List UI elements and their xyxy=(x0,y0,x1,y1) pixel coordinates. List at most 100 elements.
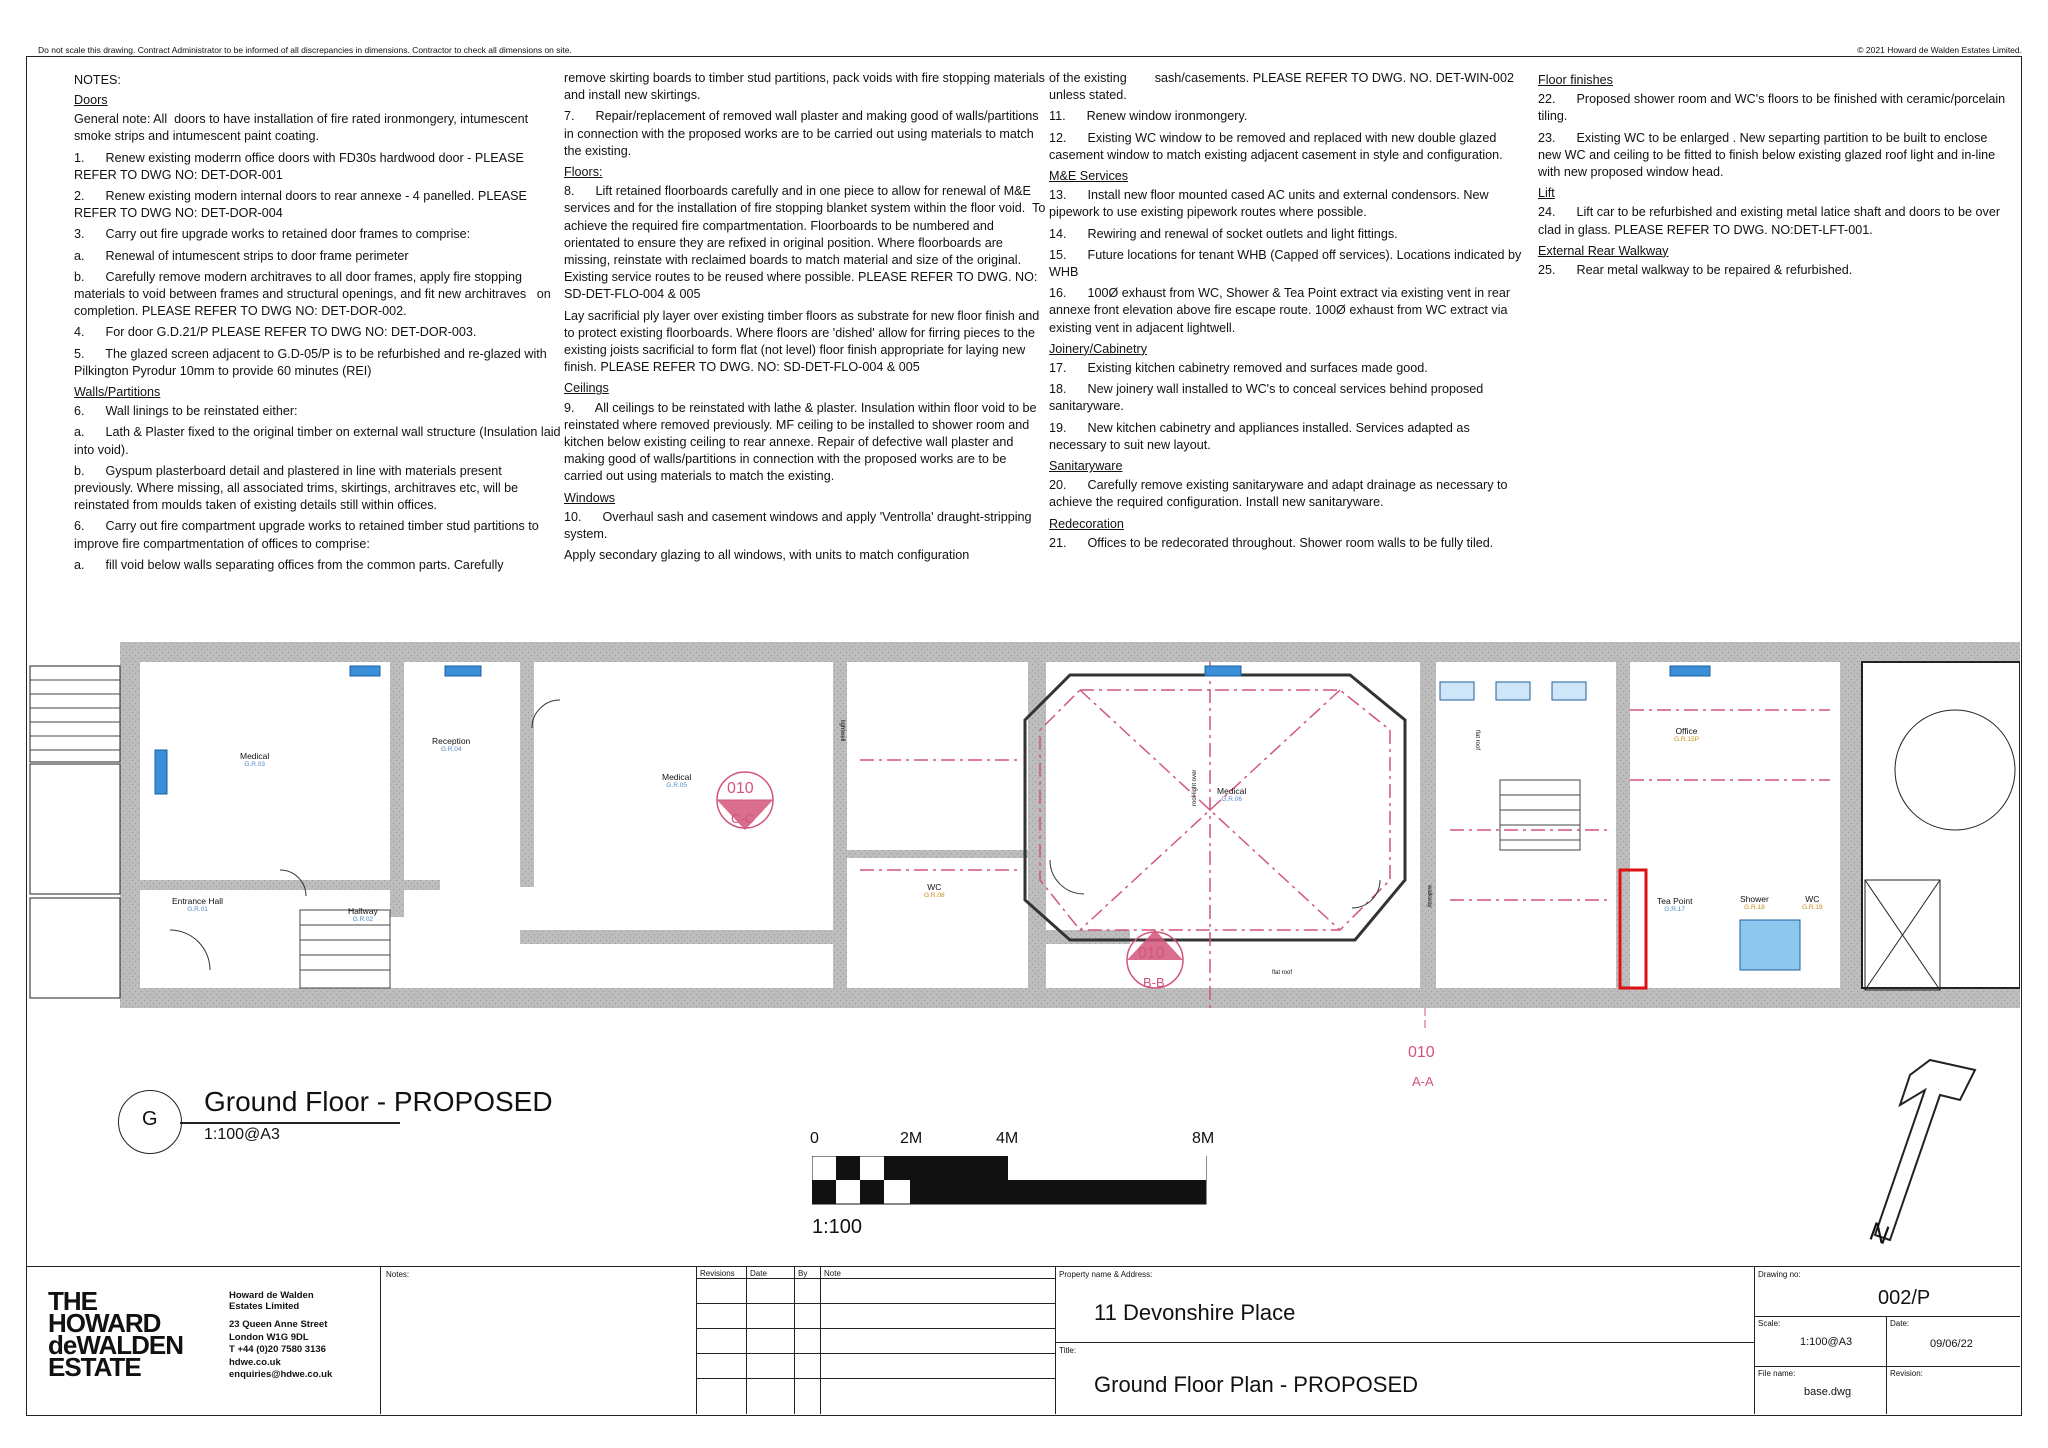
title-label: Title: xyxy=(1059,1346,1077,1355)
notes-paragraph: 10. Overhaul sash and casement windows a… xyxy=(564,509,1036,542)
notes-paragraph: 19. New kitchen cabinetry and appliances… xyxy=(1049,420,1474,452)
notes-paragraph: 6. Wall linings to be reinstated either: xyxy=(74,404,298,419)
notes-paragraph: remove skirting boards to timber stud pa… xyxy=(564,71,1049,103)
section-marker-cc xyxy=(716,771,774,830)
floor-plan xyxy=(29,642,2020,1030)
drawing-ref-letter: G xyxy=(142,1108,158,1130)
copyright-text: © 2021 Howard de Walden Estates Limited. xyxy=(1857,45,2022,55)
section-label: A-A xyxy=(1412,1074,1434,1089)
notes-paragraph: General note: All doors to have installa… xyxy=(74,112,532,144)
external-stair xyxy=(29,665,121,763)
revision-label: Revision: xyxy=(1890,1369,1923,1378)
section-label: B-B xyxy=(1143,975,1165,990)
notes-paragraph: 14. Rewiring and renewal of socket outle… xyxy=(1049,226,1398,241)
date-value: 09/06/22 xyxy=(1930,1338,1973,1350)
scale-tick-label: 8M xyxy=(1192,1130,1215,1147)
notes-paragraph: b. Gyspum plasterboard detail and plaste… xyxy=(74,463,522,513)
notes-paragraph: 21. Offices to be redecorated throughout… xyxy=(1049,535,1494,550)
notes-paragraph: 9. All ceilings to be reinstated with la… xyxy=(564,400,1041,484)
notes-paragraph: 23. Existing WC to be enlarged . New sep… xyxy=(1538,130,1999,180)
notes-paragraph: 8. Lift retained floorboards carefully a… xyxy=(564,184,1049,302)
company-logo: THE HOWARD deWALDEN ESTATE xyxy=(48,1286,184,1382)
notes-paragraph: a. Renewal of intumescent strips to door… xyxy=(74,248,409,263)
notes-paragraph: of the existing sash/casements. PLEASE R… xyxy=(1049,71,1518,103)
notes-paragraph: 16. 100Ø exhaust from WC, Shower & Tea P… xyxy=(1049,286,1514,335)
plan-label: flat roof xyxy=(1272,970,1293,976)
disclaimer-text: Do not scale this drawing. Contract Admi… xyxy=(38,45,572,55)
section-number: 010 xyxy=(1408,1044,1435,1061)
notes-heading: NOTES: xyxy=(74,73,121,87)
notes-paragraph: 12. Existing WC window to be removed and… xyxy=(1049,130,1503,162)
left-party-wall xyxy=(120,642,140,1008)
notes-paragraph: 25. Rear metal walkway to be repaired & … xyxy=(1538,263,1853,278)
north-arrow xyxy=(1873,1058,1977,1242)
notes-section-heading: Floors: xyxy=(564,165,603,180)
drawing-no-label: Drawing no: xyxy=(1758,1270,1801,1279)
notes-paragraph: 6. Carry out fire compartment upgrade wo… xyxy=(74,519,543,551)
notes-section-heading: Redecoration xyxy=(1049,516,1124,531)
right-party-wall xyxy=(1840,642,1862,1008)
section-marker-bb xyxy=(1126,930,1184,989)
tea-point-units xyxy=(1618,868,1648,990)
scale-bar xyxy=(812,1156,1207,1205)
notes-paragraph: 18. New joinery wall installed to WC's t… xyxy=(1049,382,1487,414)
notes-column-3: of the existing sash/casements. PLEASE R… xyxy=(1049,70,1529,556)
scale-value: 1:100@A3 xyxy=(1800,1336,1853,1348)
notes-paragraph: a. fill void below walls separating offi… xyxy=(74,557,504,572)
notes-section-heading: M&E Services xyxy=(1049,169,1129,184)
drawing-number: 002/P xyxy=(1878,1287,1931,1309)
notes-paragraph: 15. Future locations for tenant WHB (Cap… xyxy=(1049,247,1525,280)
drawing-frame xyxy=(26,56,2022,1416)
front-wall xyxy=(120,642,2020,662)
section-number: 010 xyxy=(727,780,754,797)
rear-wall xyxy=(120,988,2020,1008)
file-name: base.dwg xyxy=(1804,1386,1852,1398)
plan-label: walkway xyxy=(1426,885,1432,908)
notes-paragraph: 17. Existing kitchen cabinetry removed a… xyxy=(1049,361,1428,376)
notes-section-heading: Walls/Partitions xyxy=(74,385,161,400)
date-label: Date: xyxy=(1890,1319,1910,1328)
scale-label: Scale: xyxy=(1758,1319,1781,1328)
rev-header: Note xyxy=(824,1269,841,1278)
notes-label: Notes: xyxy=(386,1270,410,1279)
notes-paragraph: 22. Proposed shower room and WC's floors… xyxy=(1538,92,2009,124)
notes-section-heading: Windows xyxy=(564,490,616,505)
notes-paragraph: Lay sacrificial ply layer over existing … xyxy=(564,308,1043,375)
notes-paragraph: 20. Carefully remove existing sanitarywa… xyxy=(1049,478,1512,510)
notes-paragraph: b. Carefully remove modern architraves t… xyxy=(74,269,555,319)
file-label: File name: xyxy=(1758,1369,1796,1378)
notes-section-heading: Floor finishes xyxy=(1538,73,1613,87)
notes-paragraph: 11. Renew window ironmongery. xyxy=(1049,109,1248,124)
scale-tick-label: 4M xyxy=(996,1130,1019,1147)
notes-column-4: Floor finishes 22. Proposed shower room a… xyxy=(1538,72,2008,283)
drawing-title: Ground Floor - PROPOSED xyxy=(204,1086,553,1117)
notes-section-heading: Sanitaryware xyxy=(1049,459,1123,474)
notes-section-heading: Joinery/Cabinetry xyxy=(1049,341,1147,356)
scale-tick-label: 0 xyxy=(810,1130,819,1147)
rev-header: Revisions xyxy=(700,1269,735,1278)
notes-paragraph: a. Lath & Plaster fixed to the original … xyxy=(74,425,565,457)
drawing-scale: 1:100@A3 xyxy=(204,1126,280,1143)
notes-section-heading: Doors xyxy=(74,93,108,107)
plan-label: roof light over xyxy=(1192,769,1198,806)
scale-tick-label: 2M xyxy=(900,1130,923,1147)
plan-label: lightwell xyxy=(839,720,845,742)
plan-label: flat roof xyxy=(1474,730,1480,751)
company-name: Howard de Walden Estates Limited xyxy=(229,1290,314,1312)
notes-paragraph: 1. Renew existing moderrn office doors w… xyxy=(74,150,528,182)
section-label: C-C xyxy=(731,811,755,826)
rev-header: Date xyxy=(750,1269,767,1278)
rev-header: By xyxy=(798,1269,808,1278)
drawing-title-block: Ground Floor Plan - PROPOSED xyxy=(1094,1372,1419,1397)
